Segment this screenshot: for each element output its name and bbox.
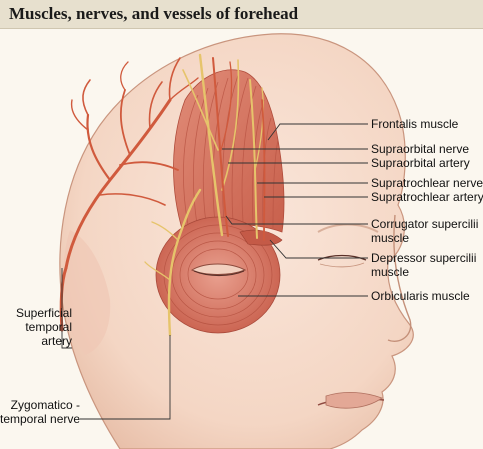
closed-eye-left (190, 263, 247, 275)
eyelash-left (193, 270, 245, 277)
eyebrow-right (317, 223, 379, 233)
temple-shading (63, 230, 111, 355)
label-supraorbital-nerve: Supraorbital nerve (371, 142, 470, 156)
label-depressor-line1: Depressor supercilii (371, 251, 477, 265)
label-corrugator-line1: Corrugator supercilii (371, 217, 479, 231)
closed-eye-right (317, 254, 367, 261)
lips (325, 392, 383, 409)
label-supratrochlear-artery: Supratrochlear artery (371, 190, 483, 204)
label-sta-line3: artery (41, 334, 72, 348)
leader-lines (61, 123, 368, 420)
label-depressor-line2: muscle (371, 265, 410, 279)
nose (387, 214, 412, 342)
label-orbicularis-muscle: Orbicularis muscle (371, 289, 470, 303)
supraorbital-vessels (182, 53, 240, 237)
label-zt-line1: Zygomatico - (10, 398, 80, 412)
label-corrugator-line2: muscle (371, 231, 410, 245)
zygomaticotemporal-nerve (144, 188, 202, 337)
label-supraorbital-artery: Supraorbital artery (371, 156, 470, 170)
figure-title: Muscles, nerves, and vessels of forehead (9, 4, 299, 23)
label-sta-line1: Superficial (15, 306, 72, 320)
label-sta-line2: temporal (25, 320, 72, 334)
label-zt-line2: temporal nerve (0, 412, 81, 426)
label-supratrochlear-nerve: Supratrochlear nerve (371, 176, 483, 190)
label-frontalis-muscle: Frontalis muscle (371, 117, 459, 131)
title-bar: Muscles, nerves, and vessels of forehead (0, 0, 483, 29)
